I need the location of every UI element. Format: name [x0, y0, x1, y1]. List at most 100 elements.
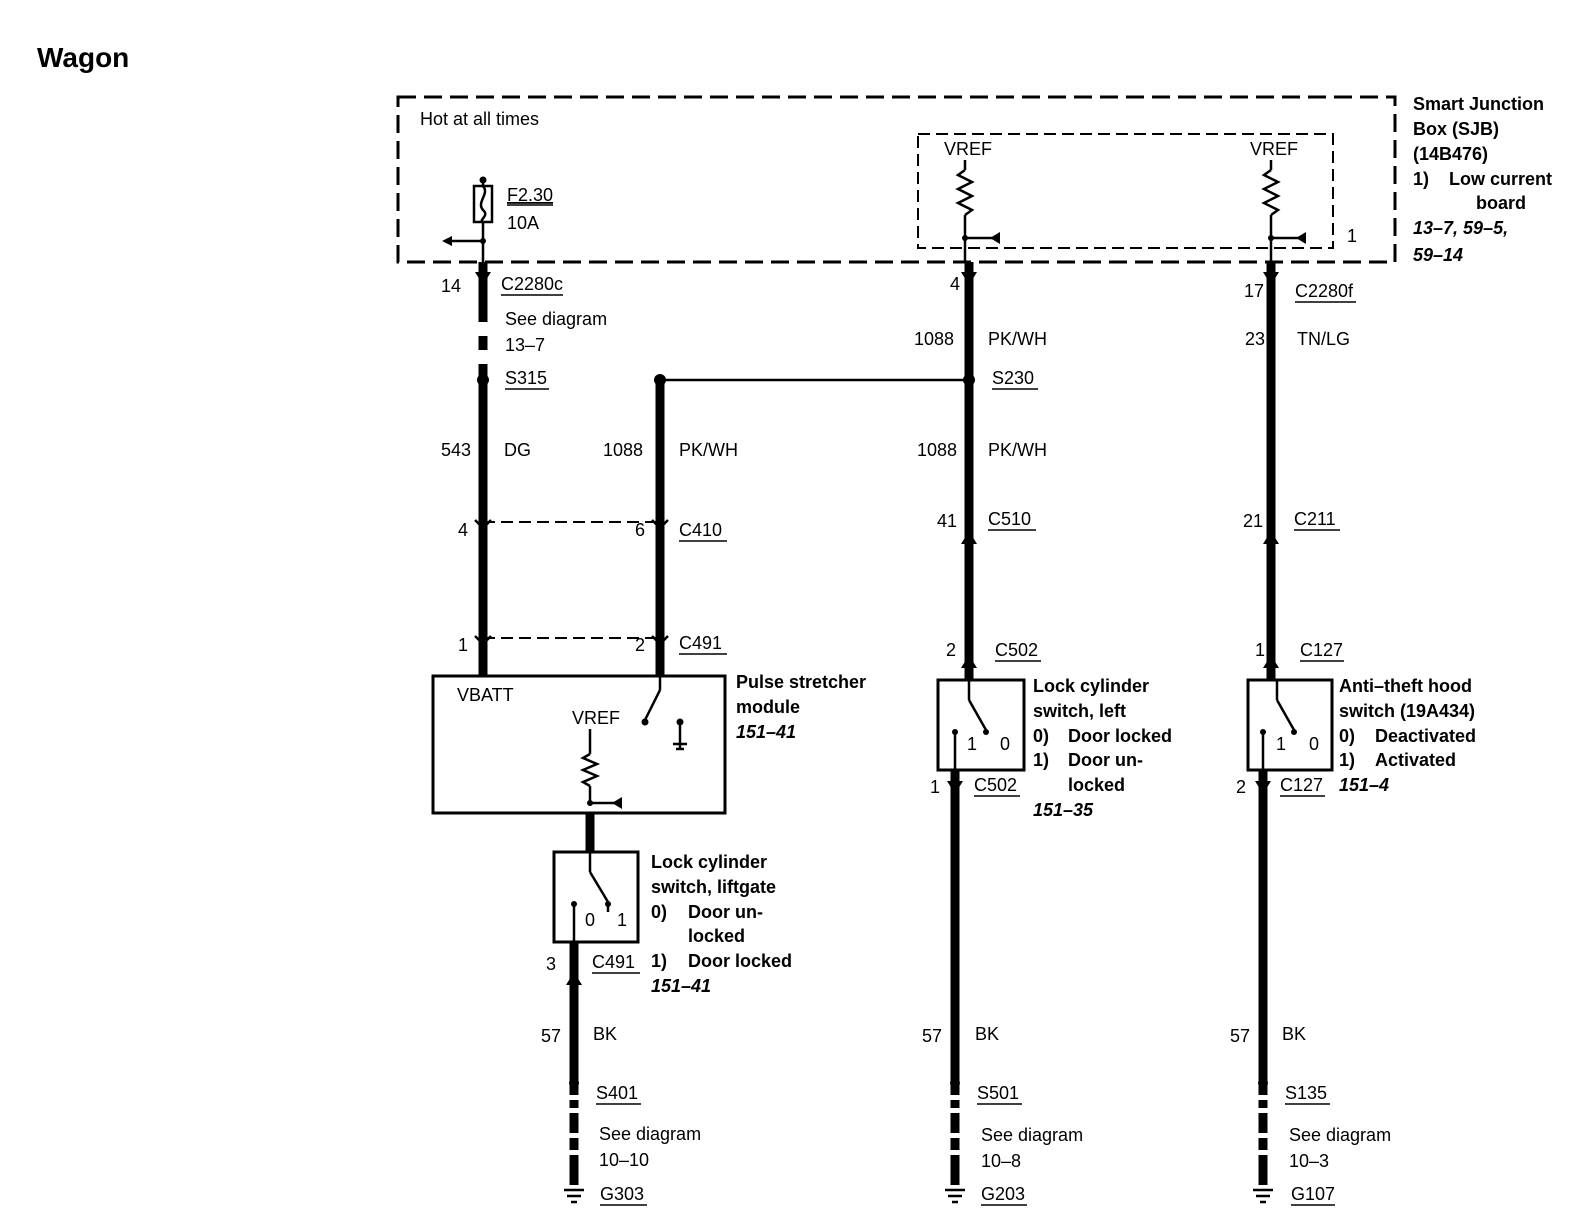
- ground-icon: [564, 1188, 584, 1204]
- left-lock-switch: [936, 678, 1026, 772]
- see-diagram-10-10-line-2: 10–10: [599, 1150, 649, 1170]
- see-diagram-13-7-line-1: See diagram: [505, 309, 607, 329]
- pulse-stretcher-name-1: Pulse stretcher: [736, 672, 866, 692]
- sjb-note-number: 1): [1413, 169, 1429, 189]
- left-lock-state-1-text-1: Door un-: [1068, 750, 1143, 770]
- sjb-outline: [396, 95, 1397, 264]
- liftgate-state-0-text-1: Door un-: [688, 902, 763, 922]
- c410-pin-4: 4: [458, 520, 468, 540]
- page-title: Wagon: [37, 42, 129, 73]
- vref-right-label: VREF: [1250, 139, 1298, 159]
- pulse-vref-label: VREF: [572, 708, 620, 728]
- sjb-refs-2: 59–14: [1413, 245, 1463, 265]
- liftgate-state-1-num: 1): [651, 951, 667, 971]
- c510-connector: C510: [988, 509, 1031, 529]
- circuit-57-col4: 57: [1230, 1026, 1250, 1046]
- sjb-name-line-3: (14B476): [1413, 144, 1488, 164]
- resistor-icon: [955, 160, 1000, 262]
- c127-pin-1: 1: [1255, 640, 1265, 660]
- see-diagram-10-3-line-2: 10–3: [1289, 1151, 1329, 1171]
- color-tn-lg: TN/LG: [1297, 329, 1350, 349]
- color-bk-col4: BK: [1282, 1024, 1306, 1044]
- left-lock-name-1: Lock cylinder: [1033, 676, 1149, 696]
- c127-connector-bottom: C127: [1280, 775, 1323, 795]
- see-diagram-10-3-line-1: See diagram: [1289, 1125, 1391, 1145]
- liftgate-ref: 151–41: [651, 976, 711, 996]
- liftgate-name-2: switch, liftgate: [651, 877, 776, 897]
- c502-connector-top: C502: [995, 640, 1038, 660]
- hood-switch-pos-1: 1: [1276, 734, 1286, 754]
- ground-icon: [1253, 1188, 1273, 1204]
- c2280c-connector: C2280c: [501, 274, 563, 294]
- c491-pin-1: 1: [458, 635, 468, 655]
- see-diagram-10-8-line-1: See diagram: [981, 1125, 1083, 1145]
- hood-ref: 151–4: [1339, 775, 1389, 795]
- switch-icon: [641, 676, 687, 751]
- circuit-543: 543: [441, 440, 471, 460]
- c491-connector-top: C491: [679, 633, 722, 653]
- hood-switch-pos-0: 0: [1309, 734, 1319, 754]
- liftgate-pin-3: 3: [546, 954, 556, 974]
- liftgate-pos-0: 0: [585, 910, 595, 930]
- hood-state-0-text: Deactivated: [1375, 726, 1476, 746]
- c410-pin-6: 6: [635, 520, 645, 540]
- color-pk-wh-col2: PK/WH: [679, 440, 738, 460]
- circuit-1088-col3-b: 1088: [917, 440, 957, 460]
- liftgate-state-1-text: Door locked: [688, 951, 792, 971]
- c2280f-pin-17: 17: [1244, 281, 1264, 301]
- hood-name-2: switch (19A434): [1339, 701, 1475, 721]
- sjb-name-line-1: Smart Junction: [1413, 94, 1544, 114]
- resistor-icon: [1261, 160, 1306, 262]
- c502-pin-1: 1: [930, 777, 940, 797]
- liftgate-lock-switch: [552, 850, 640, 944]
- s501-splice: S501: [977, 1083, 1019, 1103]
- switch-icon: [952, 680, 989, 770]
- circuit-1088-col2: 1088: [603, 440, 643, 460]
- hood-state-1-text: Activated: [1375, 750, 1456, 770]
- hot-at-all-times-label: Hot at all times: [420, 109, 539, 129]
- sjb-pin-label: 1: [1347, 226, 1357, 246]
- sjb-note-text-2: board: [1476, 193, 1526, 213]
- sjb-refs-1: 13–7, 59–5,: [1413, 218, 1508, 238]
- left-lock-state-1-num: 1): [1033, 750, 1049, 770]
- s315-splice: S315: [505, 368, 547, 388]
- see-diagram-13-7-line-2: 13–7: [505, 335, 545, 355]
- resistor-icon: [579, 729, 622, 809]
- c211-connector: C211: [1294, 509, 1336, 529]
- g107-ground: G107: [1291, 1184, 1335, 1204]
- c491-pin-2: 2: [635, 635, 645, 655]
- liftgate-state-0-num: 0): [651, 902, 667, 922]
- pulse-stretcher-name-2: module: [736, 697, 800, 717]
- circuit-57-liftgate: 57: [541, 1026, 561, 1046]
- c2280-pin-4: 4: [950, 274, 960, 294]
- color-pk-wh-col3-a: PK/WH: [988, 329, 1047, 349]
- c2280f-connector: C2280f: [1295, 281, 1354, 301]
- c502-pin-2: 2: [946, 640, 956, 660]
- circuit-1088-col3-a: 1088: [914, 329, 954, 349]
- circuit-23: 23: [1245, 329, 1265, 349]
- left-lock-state-0-num: 0): [1033, 726, 1049, 746]
- ground-icon: [945, 1188, 965, 1204]
- hood-state-1-num: 1): [1339, 750, 1355, 770]
- see-diagram-10-10-line-1: See diagram: [599, 1124, 701, 1144]
- left-lock-ref: 151–35: [1033, 800, 1094, 820]
- c491-connector-bottom: C491: [592, 952, 635, 972]
- c211-pin-21: 21: [1243, 511, 1263, 531]
- switch-icon: [1260, 680, 1297, 770]
- c127-pin-2: 2: [1236, 777, 1246, 797]
- color-bk-liftgate: BK: [593, 1024, 617, 1044]
- pulse-stretcher-ref: 151–41: [736, 722, 796, 742]
- left-lock-state-0-text: Door locked: [1068, 726, 1172, 746]
- left-switch-pos-0: 0: [1000, 734, 1010, 754]
- sjb-name-line-2: Box (SJB): [1413, 119, 1499, 139]
- c410-connector: C410: [679, 520, 722, 540]
- wire-543-dg: [475, 262, 491, 676]
- see-diagram-10-8-line-2: 10–8: [981, 1151, 1021, 1171]
- left-switch-pos-1: 1: [967, 734, 977, 754]
- s230-splice: S230: [992, 368, 1034, 388]
- fuse-id: F2.30: [507, 185, 553, 205]
- s135-splice: S135: [1285, 1083, 1327, 1103]
- vbatt-label: VBATT: [457, 685, 514, 705]
- c502-connector-bottom: C502: [974, 775, 1017, 795]
